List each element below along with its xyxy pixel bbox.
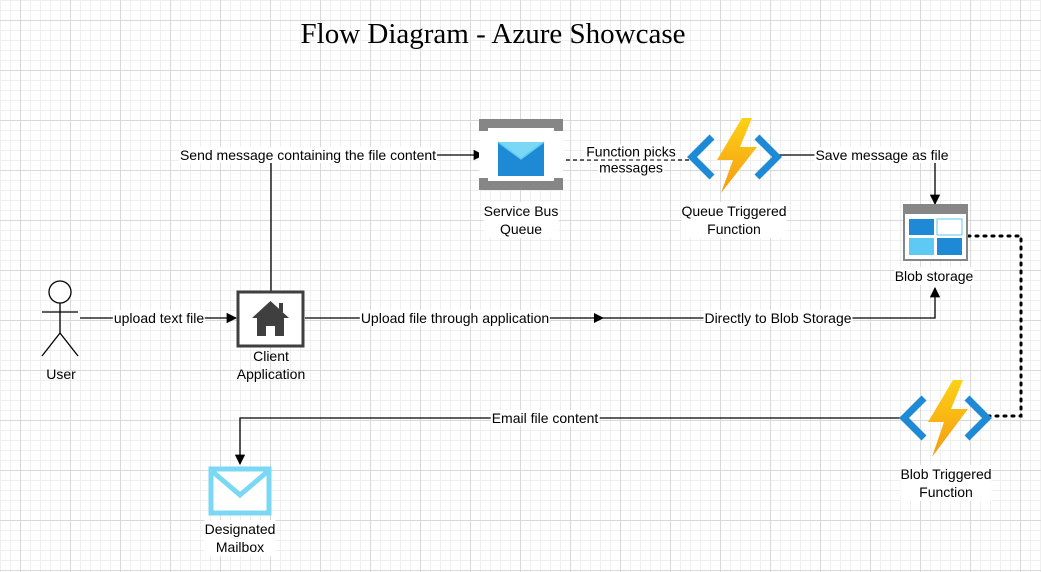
node-label-line: Service Bus [483,203,559,219]
edge-label-directly-blob: Directly to Blob Storage [703,310,853,326]
node-label-line: Blob Triggered [900,466,992,482]
node-label-blob-storage: Blob storage [894,267,974,285]
node-label-user: User [46,365,76,383]
home-icon [236,290,305,348]
edge-send-message [270,149,485,292]
blob-storage-icon [903,204,968,261]
edge-label-function-picks-line2: messages [598,159,664,176]
node-label-mailbox: Designated Mailbox [204,520,276,556]
azure-function-icon [687,118,782,193]
actor-icon [41,280,79,357]
node-label-line: Function [707,221,761,237]
mail-icon [208,466,272,516]
node-label-line: User [46,366,76,382]
node-label-line: Designated [204,521,276,537]
node-label-line: Function [919,484,973,500]
edge-label-upload-through-app: Upload file through application [359,310,551,326]
edge-label-save-message: Save message as file [814,147,950,163]
node-label-line: Application [236,366,306,382]
edge-label-function-picks-line1: Function picks [585,143,677,160]
node-label-line: Client [253,348,289,364]
node-label-line: Queue [499,221,543,237]
node-label-line: Mailbox [215,539,265,555]
edge-label-send-message: Send message containing the file content [178,147,438,163]
node-label-line: Queue Triggered [681,203,787,219]
node-label-queue-function: Queue Triggered Function [681,202,787,238]
page-title: Flow Diagram - Azure Showcase [300,18,686,50]
node-label-client: Client Application [237,347,306,383]
service-bus-queue-icon [479,119,563,190]
node-label-blob-function: Blob Triggered Function [900,465,992,501]
edge-label-email-content: Email file content [490,410,600,426]
edge-email-content [234,417,900,466]
azure-function-icon [899,380,992,457]
node-label-service-bus: Service Bus Queue [483,202,559,238]
node-label-line: Blob storage [894,268,974,284]
edge-blob-trigger-dotted [966,234,1023,418]
edge-label-upload-text: upload text file [112,310,206,326]
